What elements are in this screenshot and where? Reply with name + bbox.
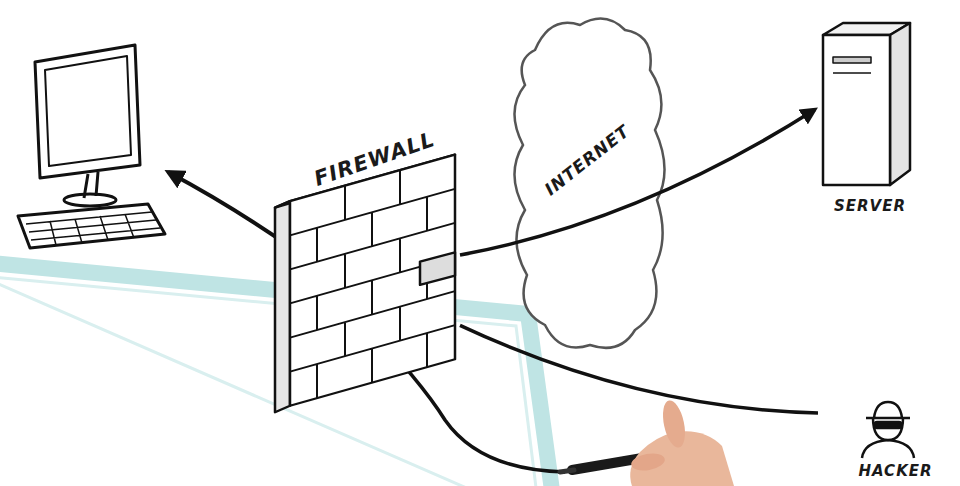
node-label: HACKER: [838, 462, 953, 480]
hacker-face: [873, 418, 903, 440]
diagram-node: HACKER: [818, 400, 953, 486]
hacker-glasses: [875, 422, 901, 428]
keyboard: [18, 204, 165, 248]
node-outline: [505, 10, 670, 355]
node-label: SERVER: [815, 197, 925, 215]
return-arrow: [168, 172, 292, 248]
wall-face: [290, 155, 455, 406]
paper-card-edge: [0, 276, 540, 486]
diagram-node: SERVER: [815, 15, 925, 225]
network-connector: [460, 110, 815, 256]
hand-thumb: [630, 451, 666, 473]
monitor-frame: [35, 45, 140, 178]
node-outline: [815, 15, 925, 225]
server-side: [890, 23, 910, 185]
hacker-hat: [866, 402, 910, 418]
cloud-outline: [514, 19, 664, 348]
hand-palm: [630, 431, 734, 486]
computer-icon: [18, 45, 165, 248]
wall-side: [275, 201, 290, 412]
server-slot: [833, 57, 871, 63]
hacker-body: [862, 440, 914, 458]
marker-pen: [572, 455, 660, 470]
monitor-screen: [45, 56, 131, 166]
diagram-node: FIREWALL: [270, 95, 460, 415]
hand-finger: [659, 398, 689, 449]
wall-bricks: [290, 170, 455, 398]
server-front: [823, 35, 890, 185]
monitor-base: [64, 194, 116, 206]
server-slot-line: [833, 72, 871, 74]
diagram-node: INTERNET: [505, 10, 670, 355]
marker-tip: [560, 470, 574, 472]
wall-hole: [420, 252, 455, 285]
keyboard-keys: [26, 212, 160, 245]
network-connector: [460, 325, 818, 413]
